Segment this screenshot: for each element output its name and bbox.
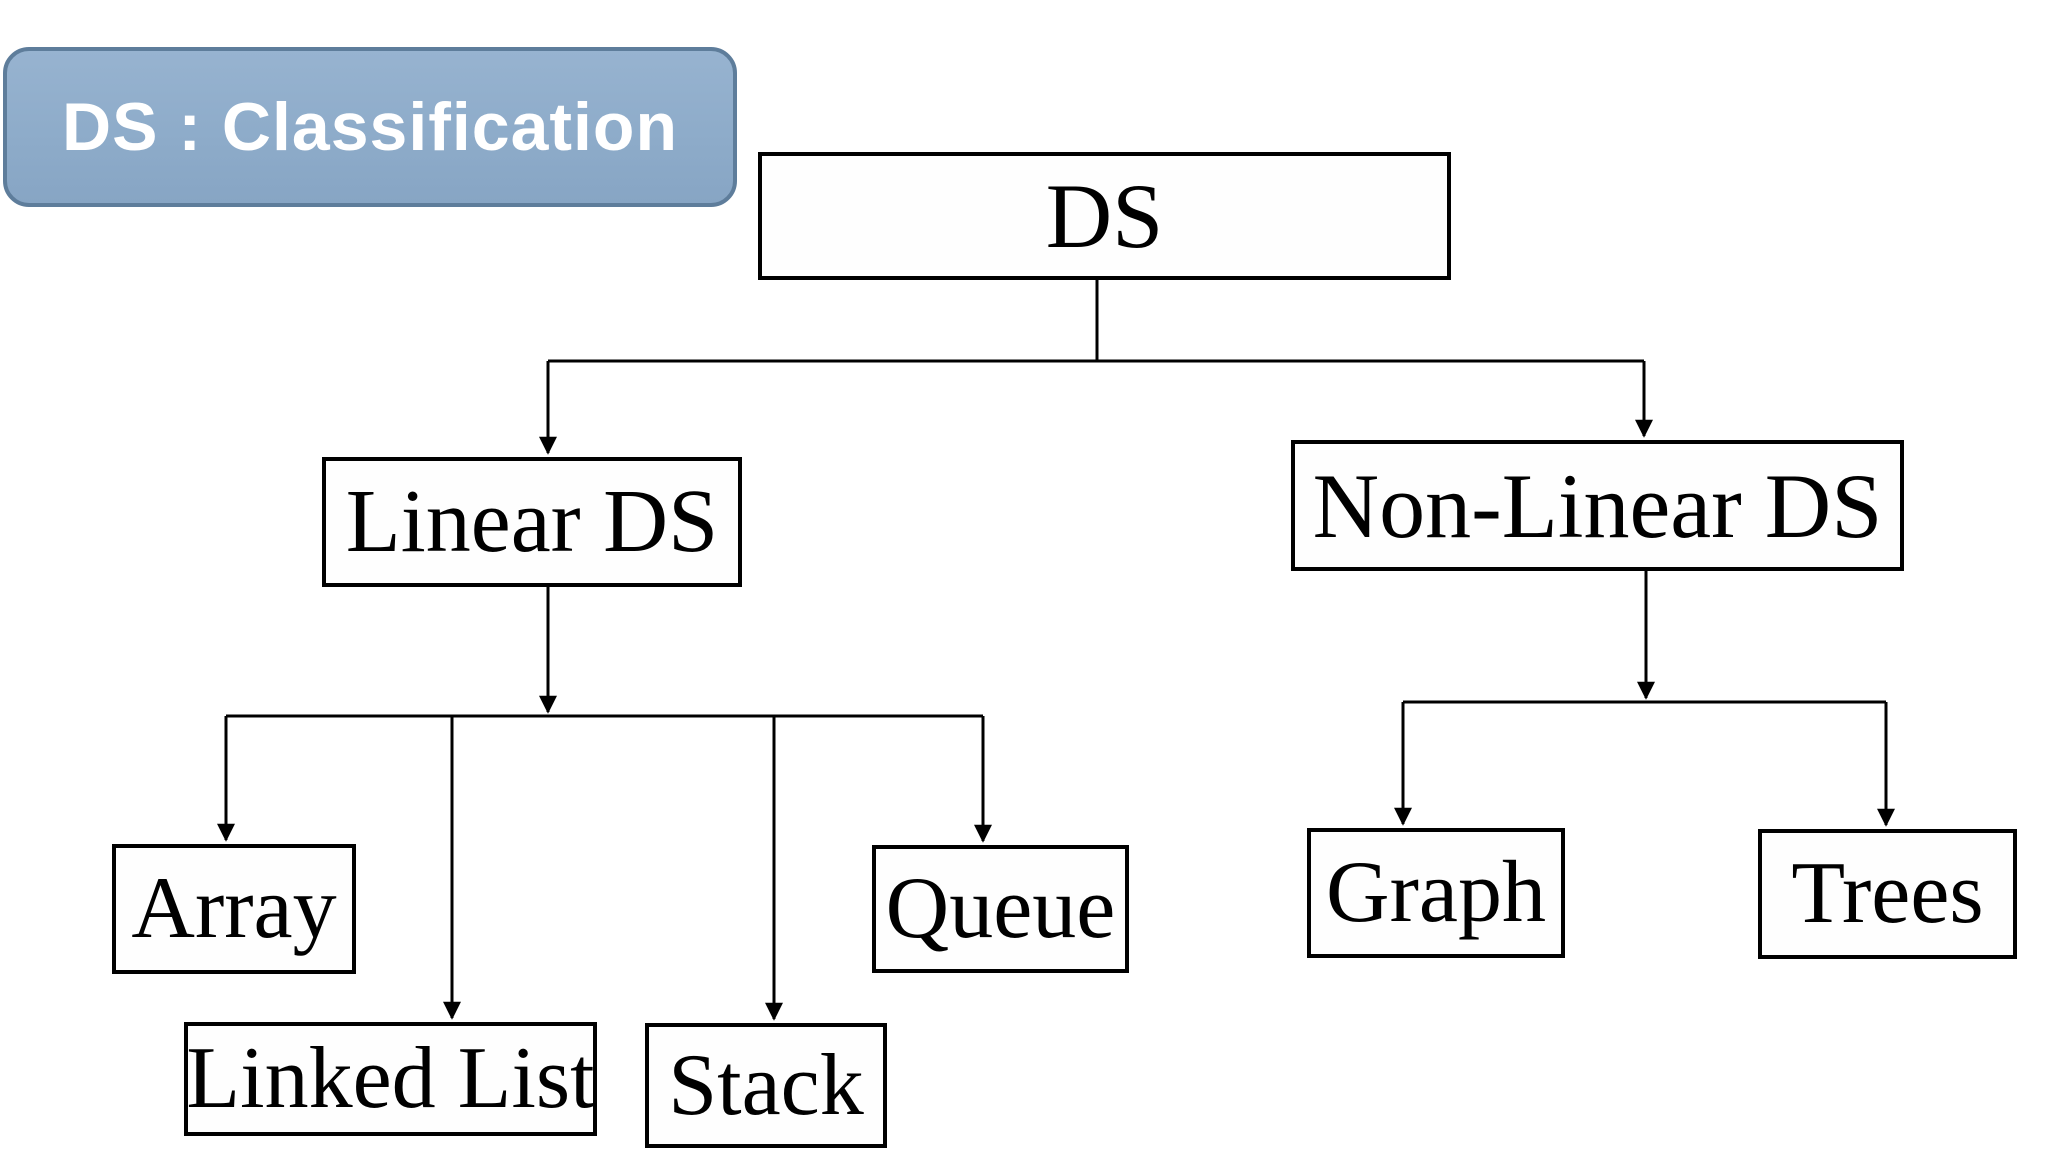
node-linked-list: Linked List <box>184 1022 597 1136</box>
node-linear-ds: Linear DS <box>322 457 742 587</box>
title-badge: DS : Classification <box>3 47 737 207</box>
node-trees: Trees <box>1758 829 2017 959</box>
node-ds: DS <box>758 152 1451 280</box>
node-stack: Stack <box>645 1023 887 1148</box>
node-queue: Queue <box>872 845 1129 973</box>
node-graph: Graph <box>1307 828 1565 958</box>
node-array: Array <box>112 844 356 974</box>
node-non-linear-ds: Non-Linear DS <box>1291 440 1904 571</box>
